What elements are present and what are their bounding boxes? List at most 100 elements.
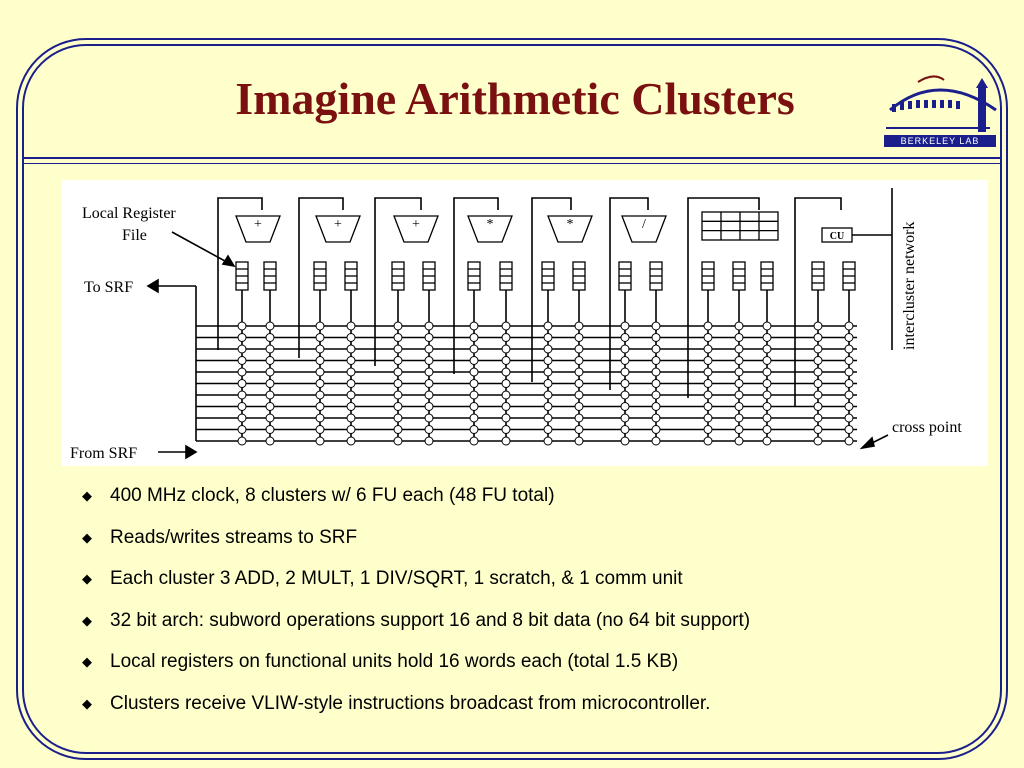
cross-point-node — [393, 402, 403, 411]
to-srf-arrow-icon — [146, 278, 159, 294]
cross-point-node — [844, 436, 854, 446]
feedback-loop — [531, 197, 572, 382]
cross-point-node — [424, 379, 434, 388]
cross-point-node — [651, 436, 661, 446]
cross-point-node — [393, 390, 403, 400]
diamond-bullet-icon: ◆ — [82, 695, 92, 711]
alu-unit — [393, 215, 439, 243]
cross-point-node — [237, 367, 247, 377]
cross-point-node — [393, 367, 403, 377]
cross-point-node — [762, 344, 772, 354]
cross-point-node — [543, 390, 553, 400]
cross-point-node — [346, 367, 356, 377]
cross-point-node — [543, 356, 553, 365]
cross-point-node — [501, 356, 511, 365]
cu-unit — [821, 227, 853, 243]
cross-point-node — [469, 321, 479, 331]
cross-point-node — [844, 402, 854, 411]
cross-point-node — [237, 356, 247, 365]
alu-op-label: / — [642, 217, 646, 232]
diamond-bullet-icon: ◆ — [82, 488, 92, 503]
cross-point-node — [424, 402, 434, 411]
cross-point-node — [543, 333, 553, 342]
berkeley-lab-logo-icon — [886, 75, 997, 132]
cross-point-node — [543, 413, 553, 423]
cross-point-node — [734, 402, 744, 411]
cross-point-node — [574, 425, 584, 434]
bullet-text: 32 bit arch: subword operations support … — [110, 609, 751, 631]
cross-point-node — [543, 321, 553, 331]
bullet-item: ◆Each cluster 3 ADD, 2 MULT, 1 DIV/SQRT,… — [80, 561, 750, 603]
cross-point-node — [734, 321, 744, 331]
cross-point-node — [844, 344, 854, 354]
cross-point-node — [620, 402, 630, 411]
cross-point-node — [237, 425, 247, 434]
cross-point-node — [469, 413, 479, 423]
cross-point-node — [574, 356, 584, 365]
cross-point-node — [574, 413, 584, 423]
feedback-loop — [374, 197, 422, 366]
cross-point-node — [237, 333, 247, 342]
cross-point-node — [574, 321, 584, 331]
cross-point-node — [762, 402, 772, 411]
cross-point-node — [237, 390, 247, 400]
diamond-bullet-icon: ◆ — [82, 571, 92, 586]
cross-point-node — [703, 402, 713, 411]
cross-point-node — [574, 402, 584, 411]
cross-point-node — [237, 344, 247, 354]
cross-point-node — [703, 333, 713, 342]
register-file-arrow-icon — [221, 254, 236, 268]
cross-point-node — [813, 379, 823, 388]
cross-point-node — [813, 390, 823, 400]
alu-unit — [547, 215, 593, 243]
cross-point-node — [620, 413, 630, 423]
diamond-bullet-icon: ◆ — [82, 529, 92, 545]
cross-point-label: cross point — [892, 419, 962, 436]
cross-point-node — [501, 344, 511, 354]
cross-point-node — [574, 333, 584, 342]
cross-point-node — [424, 321, 434, 331]
cross-point-node — [315, 321, 325, 331]
cross-point-node — [543, 436, 553, 446]
cross-point-node — [265, 425, 275, 434]
cross-point-node — [393, 321, 403, 331]
cross-point-node — [501, 321, 511, 331]
bullet-item: ◆ 32 bit arch: subword operations support… — [80, 603, 750, 645]
cross-point-node — [315, 402, 325, 411]
diamond-bullet-icon: ◆ — [82, 612, 92, 628]
cross-point-node — [651, 425, 661, 434]
diamond-bullet-icon: ◆ — [82, 654, 92, 669]
cross-point-node — [424, 356, 434, 365]
cross-point-node — [734, 413, 744, 423]
cross-point-node — [237, 321, 247, 331]
cross-point-node — [734, 333, 744, 342]
cross-point-node — [651, 344, 661, 354]
cross-point-node — [762, 333, 772, 342]
cross-point-node — [501, 379, 511, 388]
cross-point-node — [813, 367, 823, 377]
cross-point-node — [315, 425, 325, 434]
cross-point-node — [574, 379, 584, 388]
cross-point-node — [844, 321, 854, 331]
cross-point-node — [543, 402, 553, 411]
cross-point-node — [237, 379, 247, 388]
cross-point-node — [543, 344, 553, 354]
cross-point-node — [620, 436, 630, 446]
cross-point-node — [346, 436, 356, 446]
cross-point-node — [265, 367, 275, 377]
cross-point-node — [424, 344, 434, 354]
cross-point-node — [346, 413, 356, 423]
cross-point-node — [346, 356, 356, 365]
cross-point-node — [501, 425, 511, 434]
cross-point-node — [734, 356, 744, 365]
cross-point-node — [620, 344, 630, 354]
alu-unit — [235, 215, 281, 243]
register-file-pointer — [171, 231, 235, 267]
cross-point-node — [651, 321, 661, 331]
cross-point-node — [469, 344, 479, 354]
cross-point-node — [813, 436, 823, 446]
cross-point-node — [469, 379, 479, 388]
feedback-loop — [453, 197, 499, 374]
cross-point-node — [265, 390, 275, 400]
cross-point-node — [346, 379, 356, 388]
